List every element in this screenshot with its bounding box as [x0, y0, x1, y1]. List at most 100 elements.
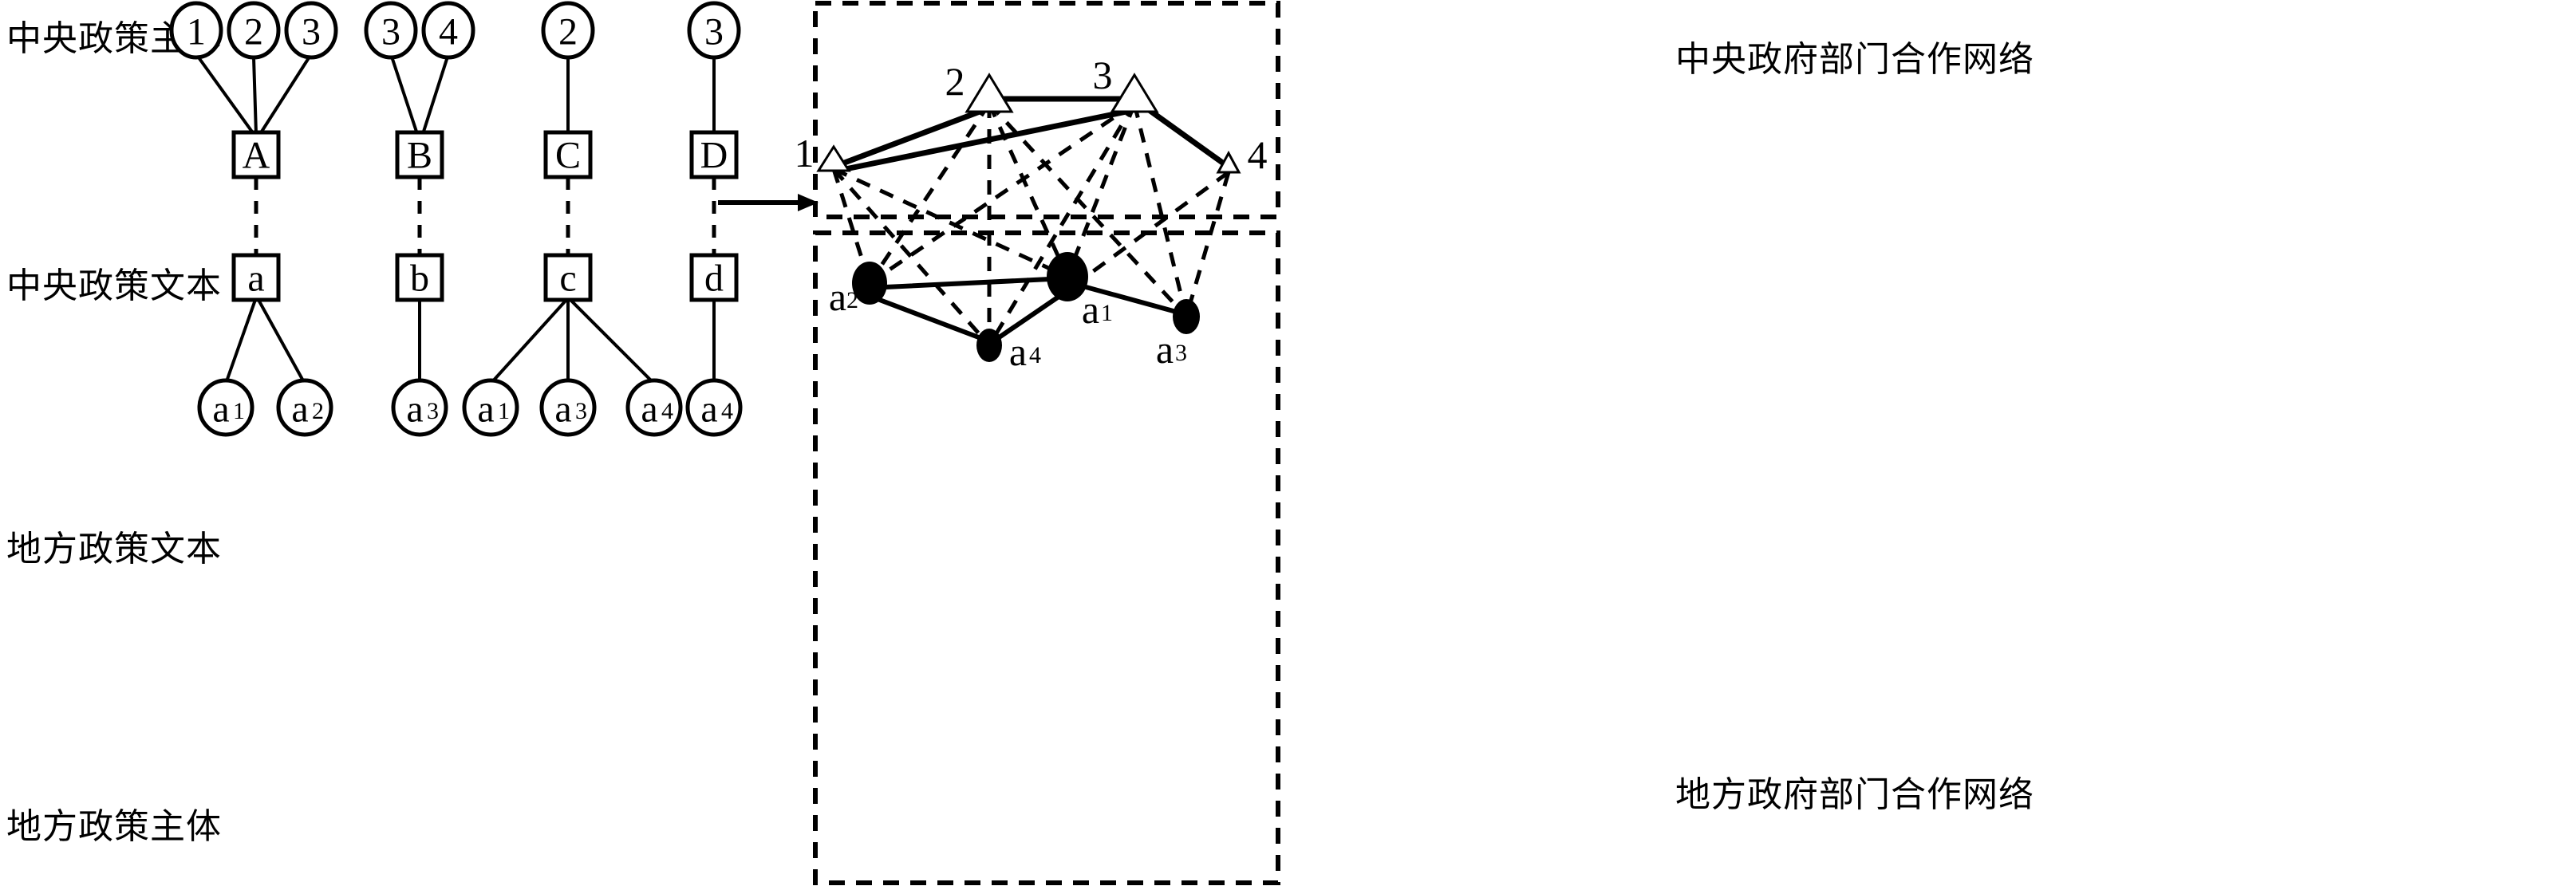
node-label-sub: 3 — [427, 398, 439, 424]
edge-n3-a2 — [868, 101, 1136, 285]
node-central-text-A[interactable]: A — [231, 130, 281, 179]
net-node-label: 2 — [945, 59, 965, 104]
net-node-1[interactable]: 1 — [795, 131, 851, 175]
node-local-text-d[interactable]: d — [689, 253, 739, 302]
d-to-network-arrow — [718, 194, 819, 211]
edge-n2-a2 — [867, 102, 992, 285]
net-node-label-sub: 3 — [1175, 340, 1187, 366]
net-node-label: a — [829, 274, 846, 319]
node-label: a — [641, 388, 657, 431]
node-label: B — [407, 135, 432, 177]
node-central-actor-3[interactable]: 3 — [284, 1, 338, 60]
edge-a1-a3-solid — [1078, 283, 1181, 315]
panel-title-local-network: 地方政府部门合作网络 — [1675, 774, 2034, 815]
local-actor-edges — [224, 298, 716, 385]
node-label: d — [704, 258, 724, 300]
edge-a2-a1-solid — [883, 277, 1052, 289]
edge-c-la1b — [489, 298, 568, 385]
edge-c3-A — [258, 53, 313, 136]
edge-n3-a3 — [1132, 103, 1189, 317]
local-text-boxes: a b c d — [231, 253, 739, 302]
node-label: a — [477, 388, 494, 431]
node-central-actor-2[interactable]: 2 — [227, 1, 281, 60]
node-central-text-D[interactable]: D — [689, 130, 739, 179]
node-label: C — [555, 135, 581, 177]
node-label-sub: 4 — [721, 398, 733, 424]
edge-n3-a4 — [987, 102, 1137, 347]
node-label: 4 — [439, 11, 458, 53]
net-node-label-sub: 1 — [1101, 300, 1113, 326]
net-node-label: 1 — [795, 131, 815, 175]
node-local-actor-a1b[interactable]: a 1 — [462, 378, 519, 437]
node-label: 3 — [302, 11, 321, 53]
node-label: a — [291, 388, 308, 431]
edge-c-la4 — [569, 298, 656, 385]
edge-n2-a1 — [987, 102, 1070, 278]
node-local-text-c[interactable]: c — [543, 253, 593, 302]
cross-network-dashed-edges — [831, 101, 1231, 347]
net-node-label-sub: 2 — [846, 287, 858, 313]
net-node-a1[interactable]: a 1 — [1047, 252, 1113, 332]
row-label-local-texts: 地方政策文本 — [6, 529, 222, 569]
node-label-sub: 1 — [498, 398, 510, 424]
node-label: a — [700, 388, 717, 431]
net-node-label: 3 — [1093, 53, 1113, 97]
edge-n1-a2 — [831, 168, 872, 284]
node-label: a — [554, 388, 571, 431]
node-central-actor-2b[interactable]: 2 — [541, 1, 595, 60]
local-network-nodes: a 2 a 1 a 4 a 3 — [829, 252, 1200, 374]
node-label-sub: 4 — [661, 398, 673, 424]
node-local-actor-a4b[interactable]: a 4 — [685, 378, 743, 437]
edge-a4-a1-solid — [993, 293, 1063, 342]
node-local-text-a[interactable]: a — [231, 253, 281, 302]
node-local-actor-a1[interactable]: a 1 — [197, 378, 254, 437]
node-label: a — [212, 388, 229, 431]
panel-border-central-network — [813, 1, 1280, 219]
edge-a-la2 — [257, 299, 306, 384]
edge-a2-a4-solid — [875, 297, 985, 341]
net-node-label: a — [1156, 327, 1174, 372]
node-label: 1 — [187, 11, 206, 53]
node-label-sub: 3 — [575, 398, 587, 424]
node-local-actor-a4[interactable]: a 4 — [625, 378, 683, 437]
node-central-text-B[interactable]: B — [395, 130, 444, 179]
panel-title-central-network: 中央政府部门合作网络 — [1675, 39, 2034, 80]
edge-n3-n4-solid — [1139, 102, 1230, 169]
net-node-3[interactable]: 3 — [1093, 53, 1159, 113]
node-central-actor-3c[interactable]: 3 — [687, 1, 741, 60]
net-node-a4[interactable]: a 4 — [976, 329, 1041, 374]
node-local-actor-a2[interactable]: a 2 — [276, 378, 333, 437]
node-central-actor-1[interactable]: 1 — [169, 1, 223, 60]
net-node-2[interactable]: 2 — [945, 59, 1014, 113]
node-label: 3 — [381, 11, 400, 53]
node-label: c — [559, 258, 576, 300]
node-local-actor-a3b[interactable]: a 3 — [539, 378, 597, 437]
edge-n1-n2-solid — [833, 108, 983, 169]
net-node-4[interactable]: 4 — [1216, 132, 1268, 177]
central-network-nodes: 1 2 3 4 — [795, 53, 1268, 177]
node-central-text-C[interactable]: C — [543, 130, 593, 179]
net-node-a3[interactable]: a 3 — [1156, 299, 1200, 372]
node-label: 2 — [244, 11, 263, 53]
central-actor-circles: 1 2 3 3 4 2 3 — [169, 1, 741, 60]
edge-n1-a1 — [832, 167, 1069, 279]
node-local-text-b[interactable]: b — [395, 253, 444, 302]
node-local-actor-a3[interactable]: a 3 — [391, 378, 448, 437]
edge-n1-n3-solid — [834, 108, 1130, 174]
edge-n4-a3 — [1184, 171, 1231, 317]
row-label-central-texts: 中央政策文本 — [6, 266, 222, 306]
node-central-actor-3b[interactable]: 3 — [364, 1, 418, 60]
net-node-a2[interactable]: a 2 — [829, 262, 887, 319]
node-label: a — [247, 258, 264, 300]
local-network-solid-edges — [875, 277, 1181, 342]
node-central-actor-4[interactable]: 4 — [421, 1, 475, 60]
edge-n2-a3 — [988, 102, 1188, 318]
arrow-head-icon — [798, 194, 819, 211]
node-label-sub: 1 — [233, 398, 245, 424]
node-label: 2 — [558, 11, 578, 53]
central-text-boxes: A B C D — [231, 130, 739, 179]
node-label-sub: 2 — [312, 398, 324, 424]
node-label: a — [406, 388, 423, 431]
node-label: 3 — [704, 11, 724, 53]
